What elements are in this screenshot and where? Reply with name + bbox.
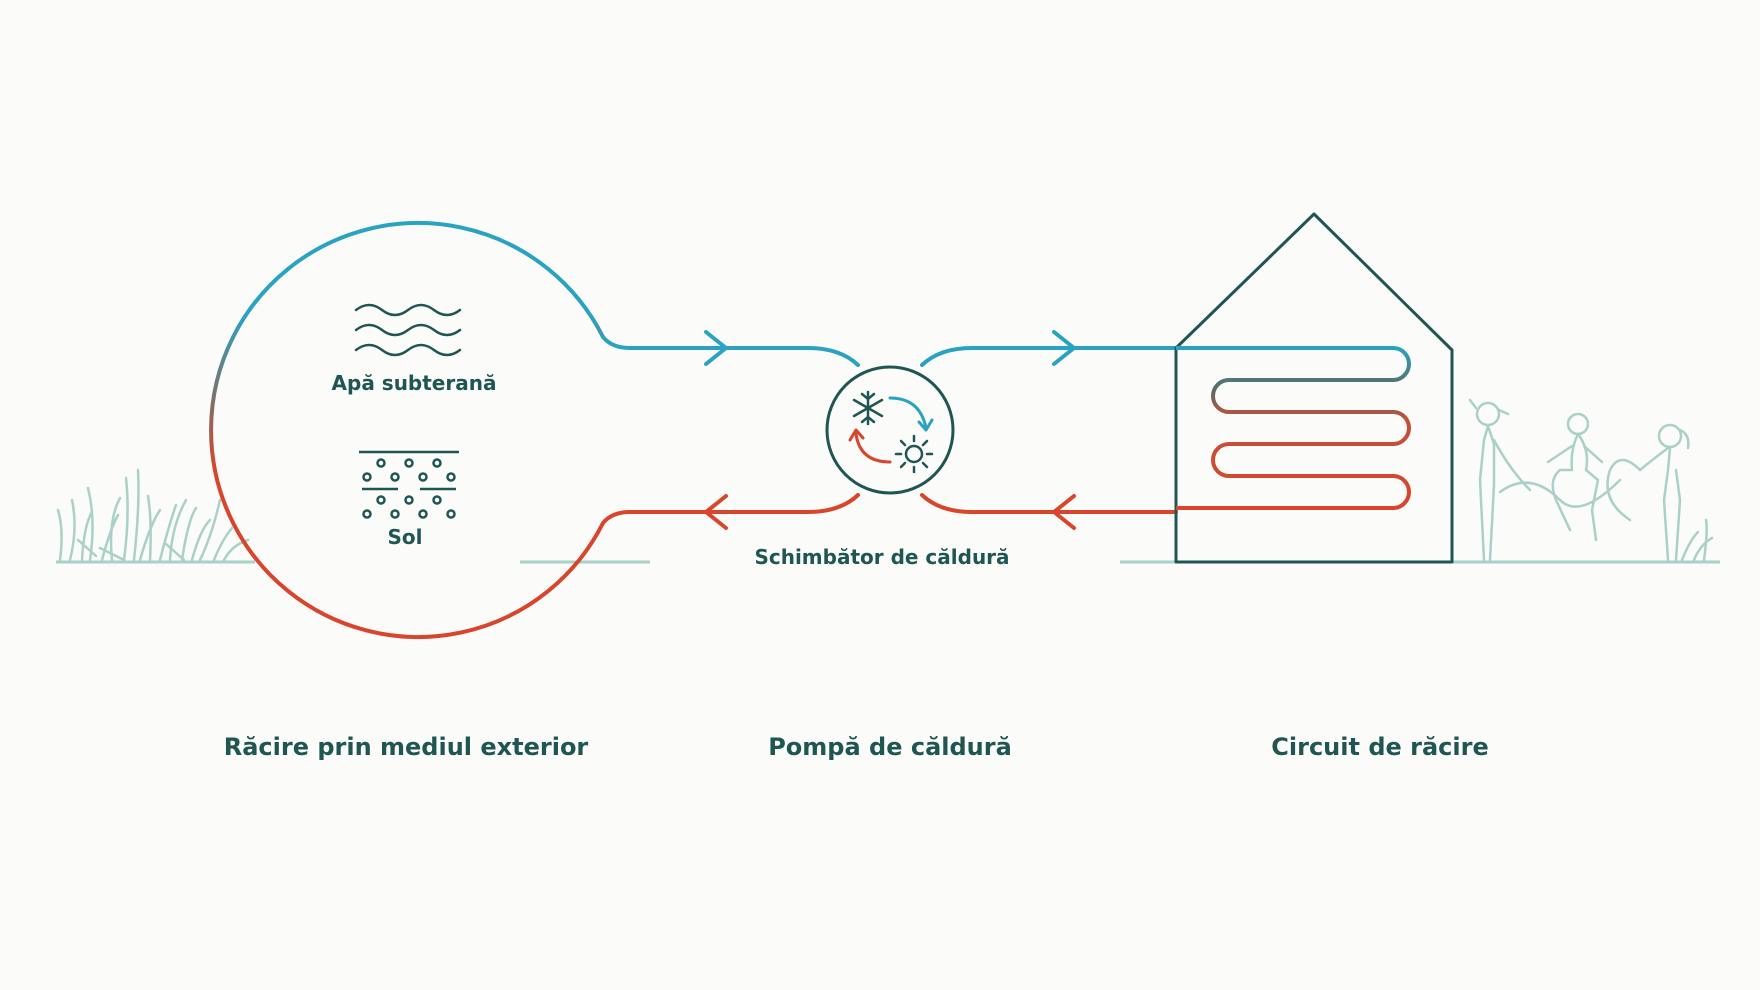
sun-icon — [894, 434, 934, 474]
cycle-arrow-cold — [888, 396, 928, 430]
building-pipes — [920, 346, 1178, 514]
cooling-coil — [1176, 346, 1411, 510]
arrow-right-icon — [704, 330, 728, 366]
arrow-left-icon — [704, 494, 728, 530]
ground-loop — [209, 221, 860, 639]
section-cooling-circuit: Circuit de răcire — [1271, 733, 1489, 761]
waves-icon — [354, 303, 462, 357]
arrow-left-icon — [1052, 494, 1076, 530]
soil-icon — [359, 450, 459, 519]
heat-exchanger — [825, 365, 955, 495]
soil-label: Sol — [387, 525, 423, 549]
snowflake-icon — [852, 390, 884, 426]
groundwater-label: Apă subterană — [331, 371, 497, 395]
house-icon — [1174, 212, 1454, 564]
children-icon — [1468, 398, 1714, 562]
section-heat-pump: Pompă de căldură — [768, 733, 1012, 761]
arrow-right-icon — [1052, 330, 1076, 366]
cycle-arrow-warm — [854, 432, 892, 464]
heat-exchanger-label: Schimbător de căldură — [754, 545, 1010, 569]
section-outdoor-cooling: Răcire prin mediul exterior — [223, 733, 589, 761]
grass-icon — [56, 468, 250, 562]
